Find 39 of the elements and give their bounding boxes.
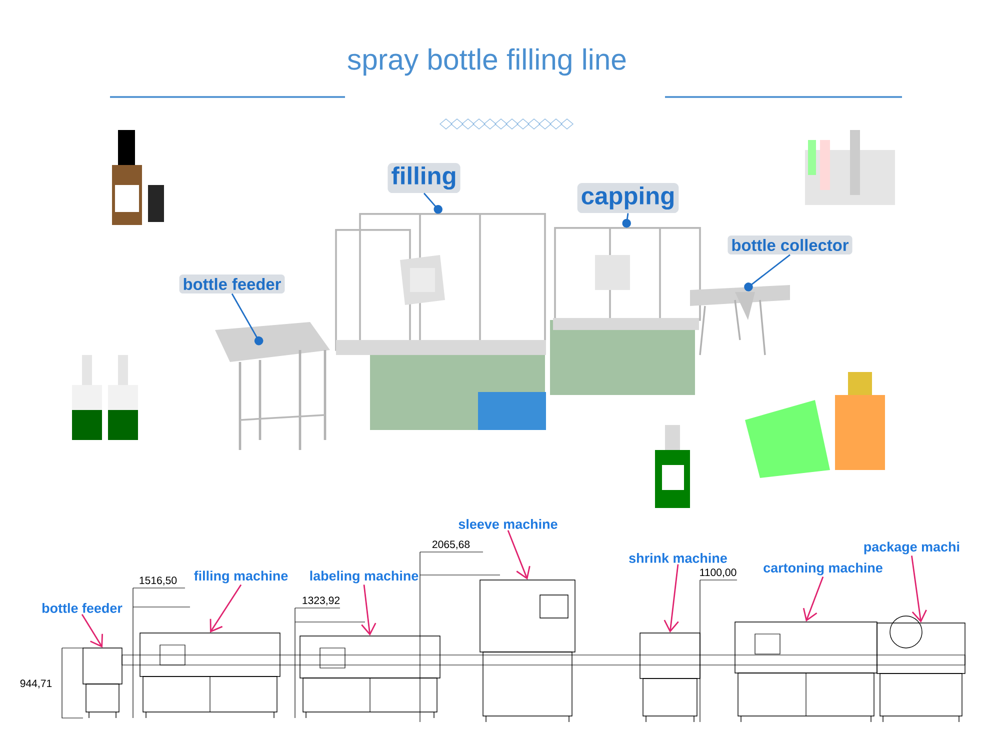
machine-drawing (480, 580, 576, 722)
dimension-label: 944,71 (20, 680, 52, 688)
arrow (361, 584, 376, 636)
leader-line (231, 293, 264, 346)
leader-line (744, 254, 790, 292)
dimension-label: 1323,92 (302, 596, 340, 606)
machine-drawing (300, 636, 440, 718)
dimension-label: 2065,68 (432, 540, 470, 550)
callout-tag: capping (577, 182, 679, 214)
callout-label: cartoning machine (764, 562, 882, 576)
arrow (911, 556, 927, 623)
machine-photo (215, 322, 330, 452)
arrow (664, 564, 679, 633)
callout-label: sleeve machine (458, 519, 558, 529)
machine-drawing (640, 632, 700, 722)
callout-tag: bottle collector (728, 235, 852, 255)
dimension-label: 1100,00 (700, 568, 736, 578)
leader-line (622, 213, 631, 228)
leader-line (423, 192, 442, 214)
callout-label: bottle feeder (42, 603, 122, 613)
callout-label: package machi (864, 542, 960, 554)
arrow (81, 614, 103, 648)
arrow (507, 530, 530, 580)
machine-drawing (876, 616, 966, 722)
callout-label: filling machine (194, 570, 288, 584)
arrow (802, 576, 824, 622)
title: spray bottle filling line (348, 48, 626, 76)
callout-label: shrink machine (629, 553, 727, 563)
machine-photo (335, 213, 546, 430)
machine-drawing (734, 622, 878, 722)
arrow (210, 584, 242, 633)
machine-drawing (82, 648, 122, 718)
machine-drawing (140, 632, 280, 718)
callout-tag: filling (388, 162, 460, 194)
dimension-label: 1516,50 (140, 576, 177, 586)
machine-photo (690, 285, 790, 356)
machine-photo (550, 227, 701, 395)
callout-tag: bottle feeder (179, 274, 285, 294)
callout-label: labeling machine (310, 570, 418, 584)
